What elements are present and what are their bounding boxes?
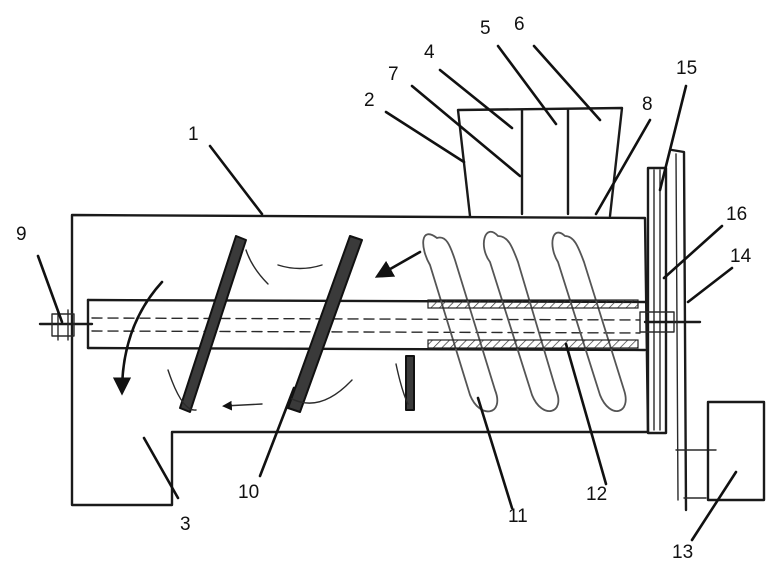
callout-9: 9 (16, 224, 27, 245)
callout-15: 15 (676, 58, 697, 79)
callout-12: 12 (586, 484, 607, 505)
callout-16: 16 (726, 204, 747, 225)
callout-13: 13 (672, 542, 693, 563)
callout-4: 4 (424, 42, 435, 63)
shaft-end (38, 309, 94, 341)
callout-10: 10 (238, 482, 259, 503)
callout-14: 14 (730, 246, 752, 267)
callout-labels: 1 2 3 4 5 6 7 8 9 10 11 12 13 14 15 16 (16, 14, 752, 563)
screw-flights (167, 235, 415, 413)
callout-3: 3 (180, 514, 191, 535)
callout-1: 1 (188, 124, 199, 145)
callout-5: 5 (480, 18, 491, 39)
drive-plate (639, 166, 702, 435)
callout-7: 7 (388, 64, 399, 85)
housing (70, 213, 650, 507)
flow-arrows (112, 250, 422, 411)
motor-box (706, 400, 766, 502)
callout-8: 8 (642, 94, 653, 115)
callout-2: 2 (364, 90, 375, 111)
leader-lines (36, 44, 738, 542)
hopper (456, 106, 624, 218)
loop-paddles (422, 230, 627, 413)
callout-6: 6 (514, 14, 525, 35)
callout-11: 11 (508, 506, 528, 527)
belt (670, 148, 717, 512)
shaft-sleeves (427, 299, 639, 349)
